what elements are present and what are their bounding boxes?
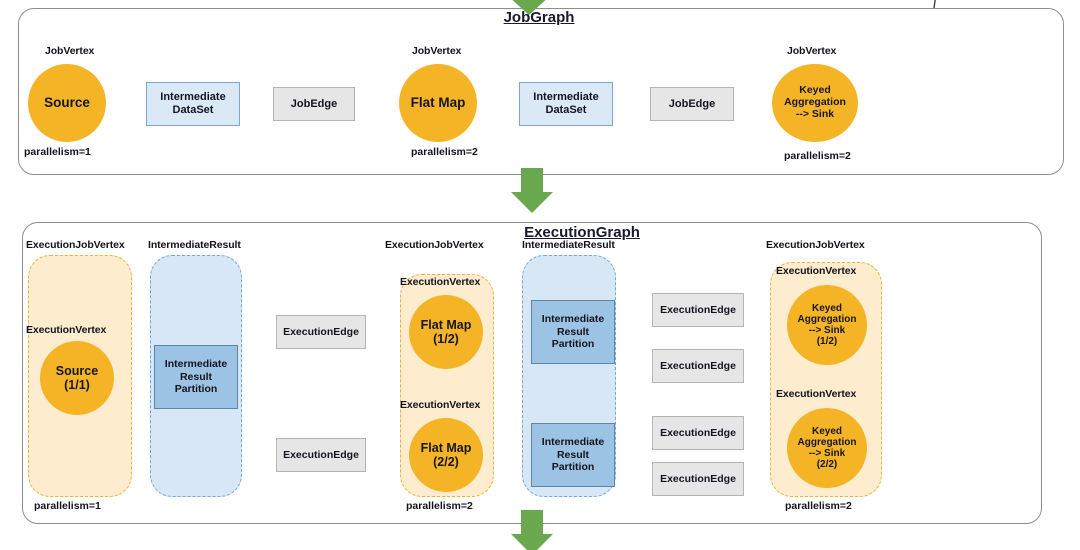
caption-ejv-keyed: ExecutionJobVertex — [766, 239, 865, 251]
flow-arrow-top-icon — [512, 0, 546, 15]
caption-ev-keyed-1: ExecutionVertex — [776, 265, 857, 277]
executiongraph-title: ExecutionGraph — [524, 224, 640, 241]
flow-arrow-bottom-icon — [511, 510, 553, 550]
parallelism-ejv-source: parallelism=1 — [34, 500, 101, 512]
node-source-1-1[interactable]: Source(1/1) — [40, 341, 114, 415]
node-execution-edge-1-label: ExecutionEdge — [283, 325, 359, 338]
caption-ev-source: ExecutionVertex — [26, 324, 107, 336]
node-execution-edge-2-label: ExecutionEdge — [283, 448, 359, 461]
parallelism-source: parallelism=1 — [24, 146, 91, 158]
caption-ejv-flatmap: ExecutionJobVertex — [385, 239, 484, 251]
node-execution-edge-4-label: ExecutionEdge — [660, 359, 736, 372]
parallelism-ejv-flatmap: parallelism=2 — [406, 500, 473, 512]
caption-jobvertex-flatmap: JobVertex — [412, 45, 462, 57]
node-flatmap[interactable]: Flat Map — [399, 64, 477, 142]
caption-ev-keyed-2: ExecutionVertex — [776, 388, 857, 400]
node-source-label: Source — [44, 95, 90, 111]
node-execution-edge-5-label: ExecutionEdge — [660, 426, 736, 439]
node-flatmap-2-2-label: Flat Map(2/2) — [420, 441, 472, 469]
node-execution-edge-2[interactable]: ExecutionEdge — [276, 438, 366, 472]
flow-arrow-middle-icon — [511, 168, 553, 213]
node-flatmap-1-2-label: Flat Map(1/2) — [420, 318, 472, 346]
parallelism-flatmap: parallelism=2 — [411, 146, 478, 158]
node-execution-edge-6[interactable]: ExecutionEdge — [652, 462, 744, 496]
node-execution-edge-5[interactable]: ExecutionEdge — [652, 416, 744, 450]
node-source-1-1-label: Source(1/1) — [55, 364, 99, 392]
node-source[interactable]: Source — [28, 64, 106, 142]
node-execution-edge-3-label: ExecutionEdge — [660, 303, 736, 316]
parallelism-keyed: parallelism=2 — [784, 150, 851, 162]
caption-intermediate-result-2: IntermediateResult — [522, 239, 615, 251]
node-execution-edge-3[interactable]: ExecutionEdge — [652, 293, 744, 327]
caption-ejv-source: ExecutionJobVertex — [26, 239, 125, 251]
node-jobedge-2[interactable]: JobEdge — [650, 87, 734, 121]
node-execution-edge-1[interactable]: ExecutionEdge — [276, 315, 366, 349]
node-jobedge-1-label: JobEdge — [290, 97, 338, 110]
node-flatmap-label: Flat Map — [410, 95, 466, 111]
caption-ev-flatmap-1: ExecutionVertex — [400, 276, 481, 288]
caption-jobvertex-keyed: JobVertex — [787, 45, 837, 57]
node-jobedge-1[interactable]: JobEdge — [273, 87, 355, 121]
node-jobedge-2-label: JobEdge — [668, 97, 716, 110]
caption-intermediate-result-1: IntermediateResult — [148, 239, 241, 251]
node-execution-edge-6-label: ExecutionEdge — [660, 472, 736, 485]
caption-ev-flatmap-2: ExecutionVertex — [400, 399, 481, 411]
parallelism-ejv-keyed: parallelism=2 — [785, 500, 852, 512]
caption-jobvertex-source: JobVertex — [45, 45, 95, 57]
node-execution-edge-4[interactable]: ExecutionEdge — [652, 349, 744, 383]
node-flatmap-2-2[interactable]: Flat Map(2/2) — [409, 418, 483, 492]
node-flatmap-1-2[interactable]: Flat Map(1/2) — [409, 295, 483, 369]
jobgraph-title: JobGraph — [503, 9, 575, 26]
